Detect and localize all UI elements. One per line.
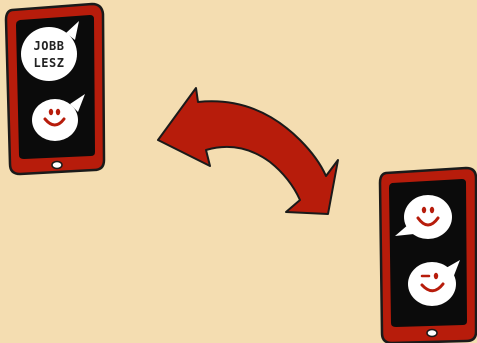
home-button-icon[interactable]	[427, 330, 437, 337]
right-phone	[380, 168, 476, 343]
home-button-icon[interactable]	[52, 162, 62, 169]
bubble-text-line2: LESZ	[34, 56, 65, 70]
bubble-text-line1: JOBB	[34, 39, 65, 53]
left-phone: JOBB LESZ	[6, 4, 104, 174]
